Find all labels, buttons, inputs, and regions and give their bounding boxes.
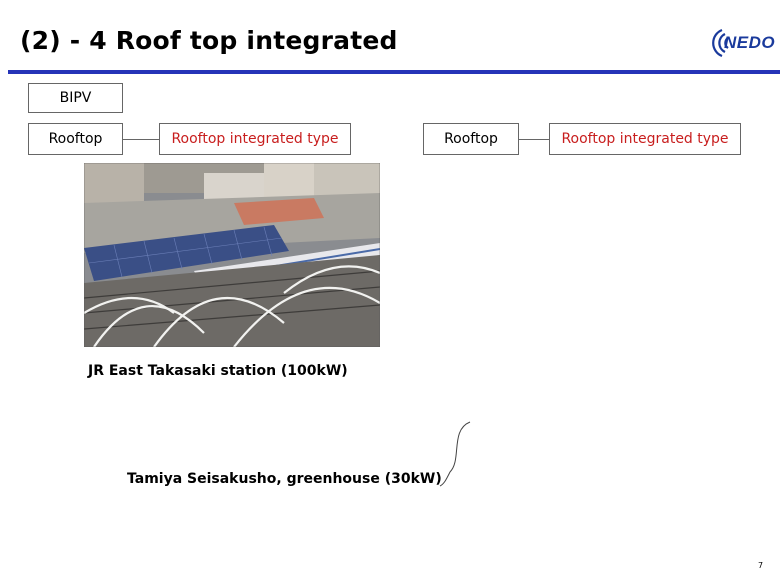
bipv-category-box: BIPV: [28, 83, 123, 113]
page-number: 7: [758, 561, 764, 570]
left-connector-line: [123, 139, 159, 140]
right-source-box: Rooftop: [423, 123, 519, 155]
right-connector-line: [519, 139, 549, 140]
station-rooftop-photo: [84, 163, 380, 347]
right-source-label: Rooftop: [444, 131, 498, 147]
left-target-box: Rooftop integrated type: [159, 123, 351, 155]
left-target-label: Rooftop integrated type: [171, 131, 339, 147]
left-source-box: Rooftop: [28, 123, 123, 155]
slide-title: (2) - 4 Roof top integrated: [20, 26, 398, 55]
title-underline: [8, 70, 780, 74]
nedo-logo-text: NEDO: [724, 33, 776, 52]
nedo-logo: NEDO: [700, 26, 776, 60]
decorative-curve: [439, 421, 471, 487]
left-source-label: Rooftop: [48, 131, 103, 147]
station-photo-caption: JR East Takasaki station (100kW): [88, 363, 348, 379]
right-target-label: Rooftop integrated type: [561, 131, 729, 147]
bipv-category-label: BIPV: [59, 90, 92, 106]
greenhouse-caption: Tamiya Seisakusho, greenhouse (30kW): [127, 471, 442, 487]
right-target-box: Rooftop integrated type: [549, 123, 741, 155]
nedo-logo-arcs-icon: [712, 28, 729, 58]
